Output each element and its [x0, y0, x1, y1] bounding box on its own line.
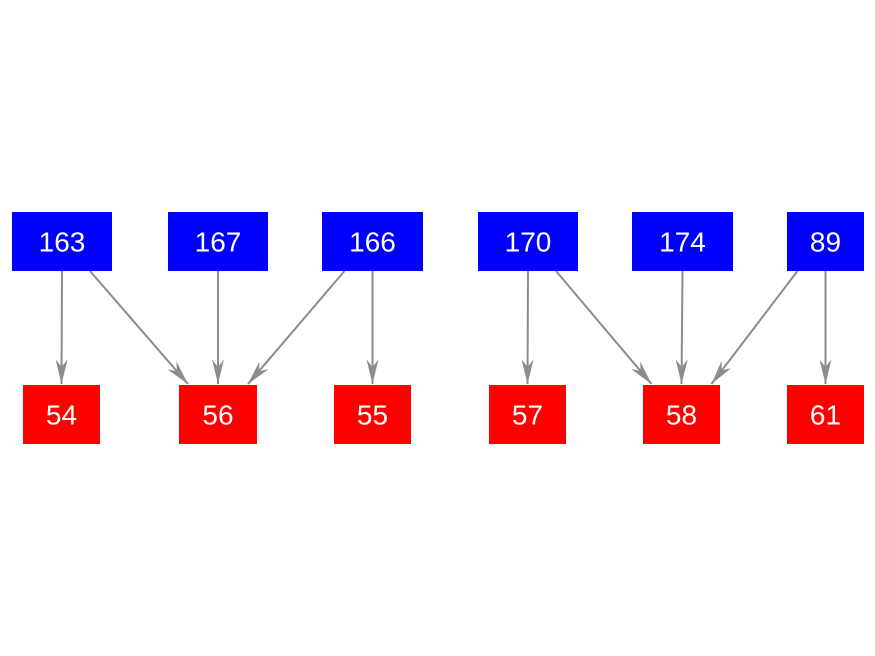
node-box-170 — [478, 212, 578, 271]
node-61: 61 — [787, 385, 864, 444]
node-box-89 — [787, 212, 864, 271]
node-box-58 — [643, 385, 720, 444]
node-box-56 — [179, 385, 257, 444]
node-box-167 — [168, 212, 268, 271]
node-label-57: 57 — [512, 400, 543, 431]
edge-163-to-54 — [55, 270, 68, 385]
nodes-layer: 163 167 166 170 174 89 54 56 55 57 58 61 — [12, 212, 864, 444]
node-55: 55 — [334, 385, 411, 444]
node-163: 163 — [12, 212, 112, 271]
node-label-55: 55 — [357, 400, 388, 431]
node-label-58: 58 — [666, 400, 697, 431]
node-box-174 — [632, 212, 733, 271]
node-167: 167 — [168, 212, 268, 271]
node-170: 170 — [478, 212, 578, 271]
edge-89-to-58 — [710, 270, 799, 385]
node-174: 174 — [632, 212, 733, 271]
node-56: 56 — [179, 385, 257, 444]
node-box-54 — [23, 385, 100, 444]
node-label-170: 170 — [505, 227, 552, 258]
edge-166-to-56 — [247, 270, 346, 385]
edge-170-to-57 — [521, 270, 534, 385]
node-label-54: 54 — [46, 400, 77, 431]
node-89: 89 — [787, 212, 864, 271]
node-label-61: 61 — [810, 400, 841, 431]
node-54: 54 — [23, 385, 100, 444]
node-box-166 — [322, 212, 423, 271]
node-label-163: 163 — [39, 227, 86, 258]
node-label-166: 166 — [349, 227, 396, 258]
node-label-174: 174 — [659, 227, 706, 258]
node-box-61 — [787, 385, 864, 444]
node-label-89: 89 — [810, 227, 841, 258]
node-58: 58 — [643, 385, 720, 444]
node-166: 166 — [322, 212, 423, 271]
edges-layer — [55, 270, 832, 385]
edge-163-to-56 — [89, 270, 189, 385]
node-label-167: 167 — [195, 227, 242, 258]
edge-170-to-58 — [555, 270, 653, 385]
node-box-55 — [334, 385, 411, 444]
node-box-57 — [489, 385, 566, 444]
node-box-163 — [12, 212, 112, 271]
edge-174-to-58 — [675, 270, 688, 385]
node-label-56: 56 — [202, 400, 233, 431]
node-57: 57 — [489, 385, 566, 444]
